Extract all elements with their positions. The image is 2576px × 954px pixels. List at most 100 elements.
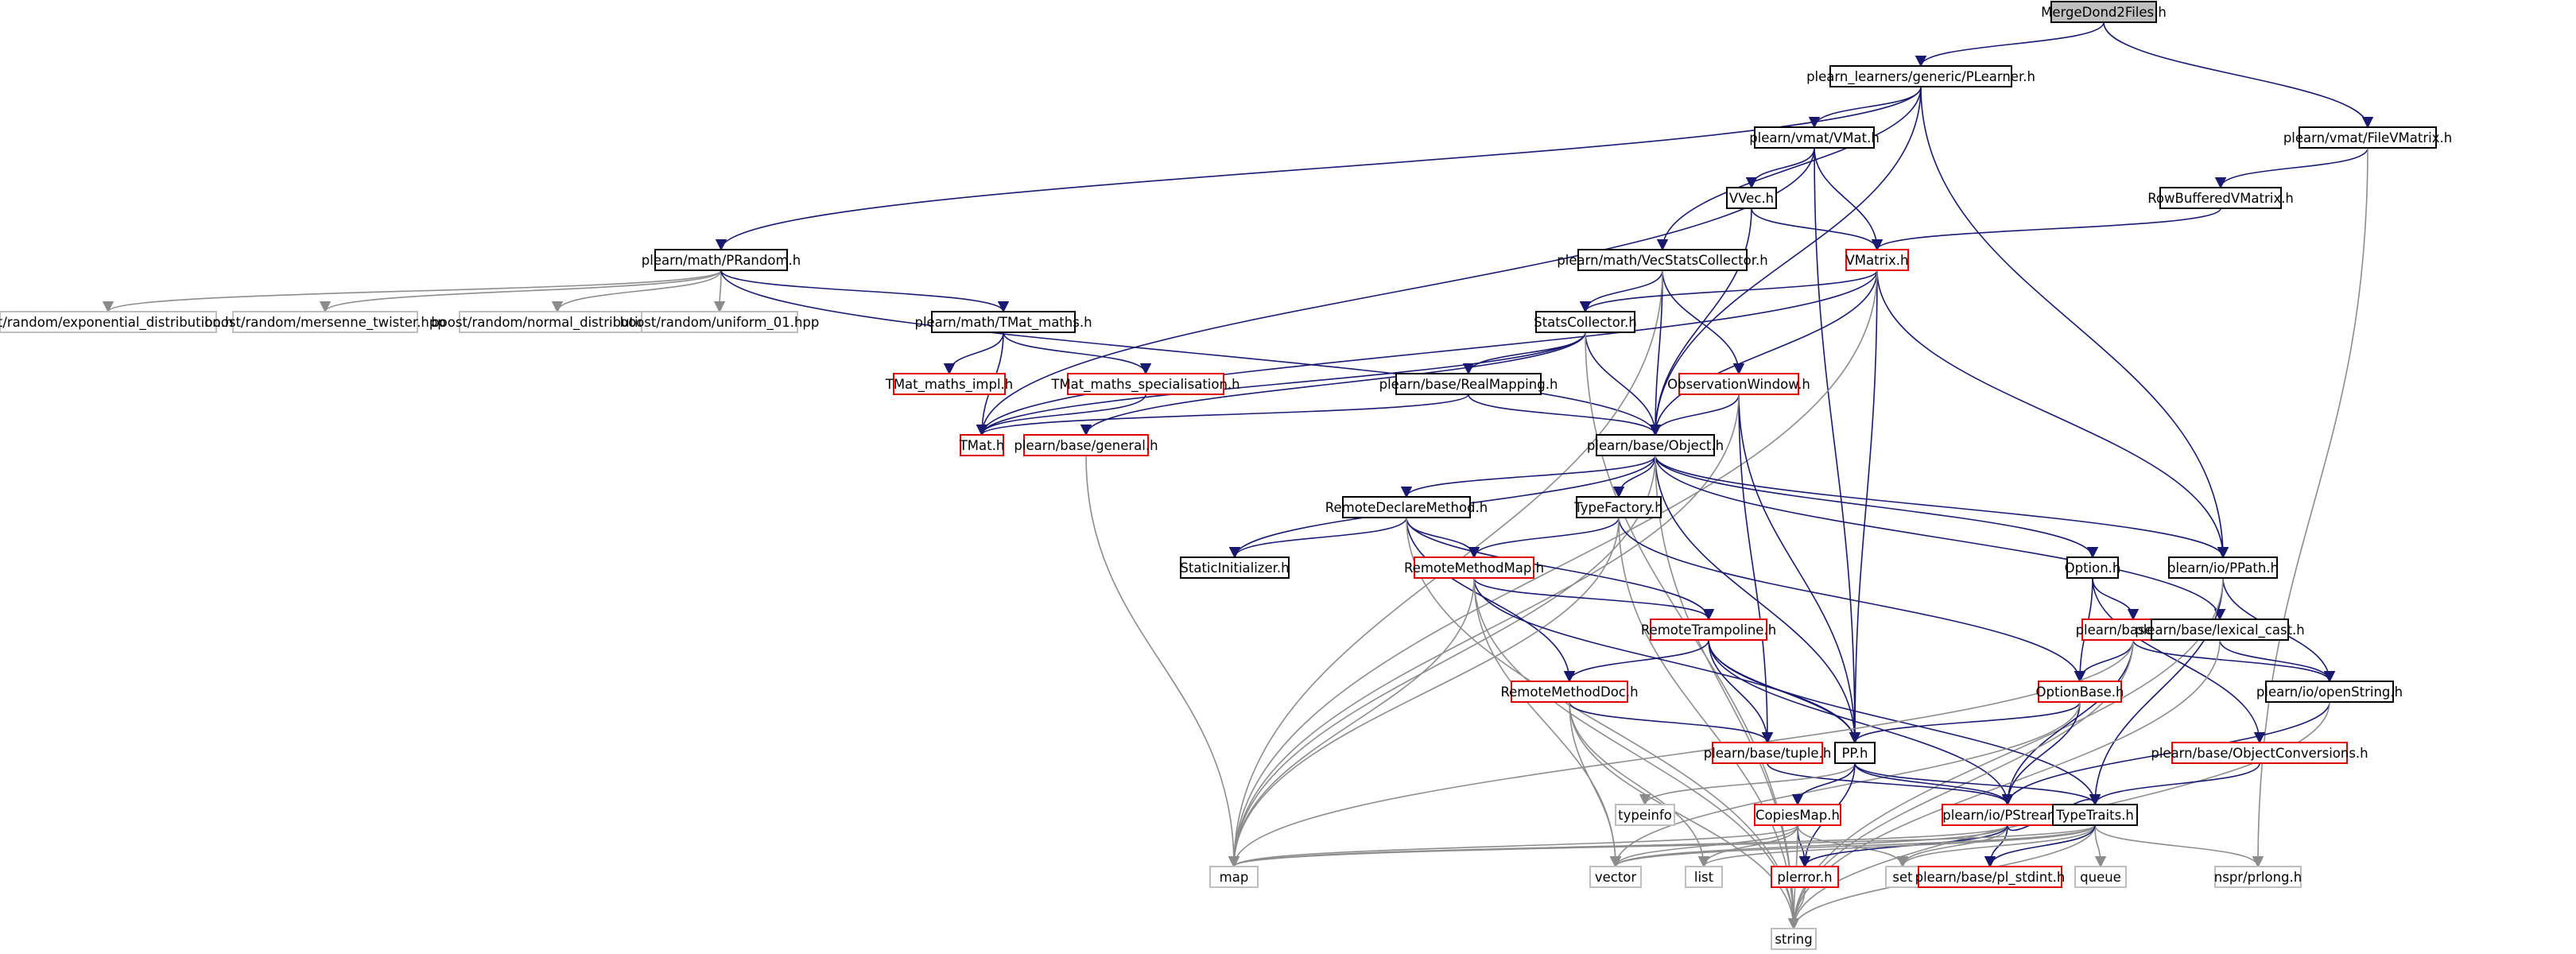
node-plstdint[interactable]: plearn/base/pl_stdint.h: [1915, 866, 2066, 888]
node-box-general: [1023, 434, 1149, 456]
edge-plearner-to-vmat: [1808, 86, 1922, 129]
node-remotemap[interactable]: RemoteMethodMap.h: [1404, 556, 1544, 579]
node-tmatimpl[interactable]: TMat_maths_impl.h: [885, 373, 1014, 395]
edge-optionbase-to-vector: [1609, 701, 2081, 868]
node-label-plearner: plearn_learners/generic/PLearner.h: [1806, 69, 2035, 85]
edge-remotetramp-to-remotedoc: [1563, 639, 1709, 683]
node-general[interactable]: plearn/base/general.h: [1014, 434, 1158, 456]
edge-remotetramp-to-pstream: [1708, 639, 2014, 806]
node-vvec[interactable]: VVec.h: [1726, 187, 1777, 209]
node-box-plearner: [1829, 65, 2012, 87]
node-nsprlong: nspr/prlong.h: [2214, 866, 2302, 888]
node-label-staticinit: StaticInitializer.h: [1180, 560, 1289, 576]
edge-prandom-to-expdist: [103, 270, 722, 313]
node-realmapping[interactable]: plearn/base/RealMapping.h: [1379, 373, 1558, 395]
node-objconv[interactable]: plearn/base/ObjectConversions.h: [2151, 742, 2368, 764]
node-plearner[interactable]: plearn_learners/generic/PLearner.h: [1806, 65, 2035, 87]
edge-prandom-to-normaldist: [551, 270, 722, 313]
edge-typetraits-to-map: [1228, 824, 2096, 868]
node-tmatmaths[interactable]: plearn/math/TMat_maths.h: [914, 311, 1092, 333]
node-remotedecl[interactable]: RemoteDeclareMethod.h: [1325, 496, 1488, 518]
edge-statscoll-to-general: [1080, 332, 1586, 436]
edge-remotetramp-to-tuple: [1708, 639, 1774, 744]
node-ppath[interactable]: plearn/io/PPath.h: [2167, 556, 2279, 579]
edge-pp-to-pstream: [1854, 762, 2014, 806]
node-label-queue: queue: [2080, 870, 2121, 885]
node-rowbuffered[interactable]: RowBufferedVMatrix.h: [2147, 187, 2294, 209]
node-label-list: list: [1694, 870, 1714, 885]
edge-prandom-to-object: [720, 270, 1662, 436]
node-box-root: [2050, 1, 2157, 23]
node-label-remotemap: RemoteMethodMap.h: [1404, 560, 1544, 576]
edge-rowbuffered-to-vmatrix: [1871, 207, 2221, 251]
edge-lexicalcast-to-openstring: [2219, 639, 2336, 683]
node-list: list: [1685, 866, 1723, 888]
node-vmat[interactable]: plearn/vmat/VMat.h: [1749, 126, 1880, 149]
node-map: map: [1209, 866, 1259, 888]
node-label-tmatspec: TMat_maths_specialisation.h: [1050, 377, 1240, 393]
node-vmatrix[interactable]: VMatrix.h: [1845, 249, 1909, 271]
node-label-obswindow: ObservationWindow.h: [1667, 377, 1810, 392]
node-string: string: [1771, 928, 1817, 950]
node-remotedoc[interactable]: RemoteMethodDoc.h: [1500, 681, 1639, 703]
edge-plearner-to-vecstats: [1656, 86, 1922, 251]
node-box-nsprlong: [2214, 866, 2302, 888]
node-label-remotetramp: RemoteTrampoline.h: [1641, 622, 1776, 638]
node-filevmatrix[interactable]: plearn/vmat/FileVMatrix.h: [2283, 126, 2452, 149]
node-box-set: [1885, 866, 1920, 888]
node-box-ppath: [2168, 556, 2278, 579]
node-tmatspec[interactable]: TMat_maths_specialisation.h: [1050, 373, 1240, 395]
node-vector: vector: [1589, 866, 1642, 888]
node-label-tmat: TMat.h: [959, 438, 1005, 453]
node-label-tuple: plearn/base/tuple.h: [1704, 746, 1832, 761]
edge-object-to-map: [1228, 455, 1656, 868]
node-typetraits[interactable]: TypeTraits.h: [2052, 804, 2138, 826]
node-obswindow[interactable]: ObservationWindow.h: [1667, 373, 1810, 395]
node-remotetramp[interactable]: RemoteTrampoline.h: [1641, 619, 1776, 641]
edge-pp-to-typetraits: [1854, 762, 2101, 806]
node-pstream[interactable]: plearn/io/PStream.h: [1942, 804, 2074, 826]
node-box-tmatspec: [1067, 373, 1224, 395]
node-box-prandom: [654, 249, 788, 271]
node-typefactory[interactable]: TypeFactory.h: [1573, 496, 1663, 518]
edge-option-to-objconv: [2092, 577, 2266, 744]
node-label-rowbuffered: RowBufferedVMatrix.h: [2147, 191, 2294, 206]
edge-typetraits-to-nsprlong: [2094, 824, 2264, 868]
node-copiesmap[interactable]: CopiesMap.h: [1754, 804, 1841, 826]
edge-remotedecl-to-staticinit: [1228, 517, 1407, 559]
node-label-openstring: plearn/io/openString.h: [2256, 684, 2403, 700]
node-statscoll[interactable]: StatsCollector.h: [1534, 311, 1637, 333]
node-label-realmapping: plearn/base/RealMapping.h: [1379, 377, 1558, 392]
node-label-vmatrix: VMatrix.h: [1846, 253, 1909, 268]
edge-ppath-to-typetraits: [2089, 577, 2224, 806]
node-box-plstdint: [1918, 866, 2062, 888]
node-staticinit[interactable]: StaticInitializer.h: [1180, 556, 1290, 579]
node-label-vector: vector: [1595, 870, 1637, 885]
node-object[interactable]: plearn/base/Object.h: [1587, 434, 1724, 456]
node-label-typeinfo: typeinfo: [1618, 808, 1672, 823]
node-option[interactable]: Option.h: [2065, 556, 2121, 579]
node-lexicalcast[interactable]: plearn/base/lexical_cast.h: [2135, 619, 2305, 641]
edge-typefactory-to-optionbase: [1618, 517, 2086, 683]
node-label-typetraits: TypeTraits.h: [2055, 808, 2134, 823]
edge-copiesmap-to-vector: [1609, 824, 1798, 868]
edge-copiesmap-to-map: [1228, 824, 1798, 868]
edge-remotemap-to-vector: [1473, 577, 1622, 868]
node-openstring[interactable]: plearn/io/openString.h: [2256, 681, 2403, 703]
node-box-tmatimpl: [893, 373, 1006, 395]
node-label-prandom: plearn/math/PRandom.h: [642, 253, 801, 268]
node-box-queue: [2074, 866, 2127, 888]
node-root[interactable]: MergeDond2Files.h: [2041, 1, 2167, 23]
edge-statscoll-to-object: [1585, 332, 1662, 436]
edge-remotedecl-to-remotemap: [1406, 517, 1480, 559]
node-tmat[interactable]: TMat.h: [959, 434, 1005, 456]
node-prandom[interactable]: plearn/math/PRandom.h: [642, 249, 801, 271]
node-pp[interactable]: PP.h: [1834, 742, 1876, 764]
node-box-vmat: [1754, 126, 1875, 149]
node-plerror[interactable]: plerror.h: [1771, 866, 1839, 888]
node-optionbase[interactable]: OptionBase.h: [2036, 681, 2124, 703]
node-box-list: [1685, 866, 1723, 888]
node-tuple[interactable]: plearn/base/tuple.h: [1704, 742, 1832, 764]
node-vecstats[interactable]: plearn/math/VecStatsCollector.h: [1557, 249, 1768, 271]
